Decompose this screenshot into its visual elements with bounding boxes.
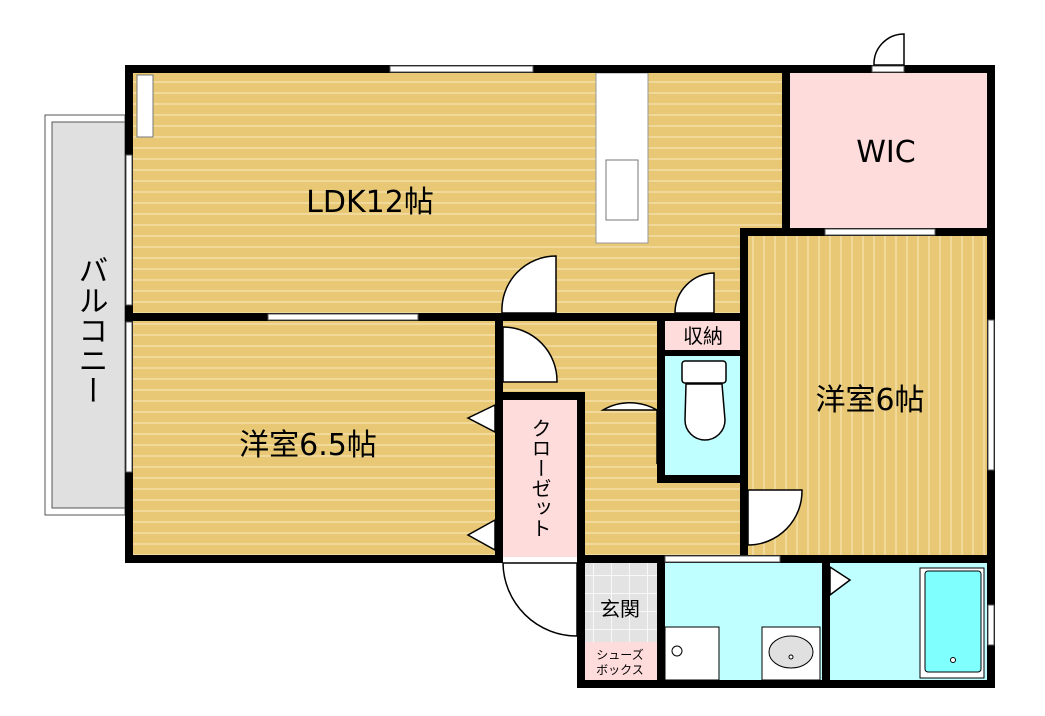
windows (125, 65, 995, 646)
storage-label: 収納 (683, 324, 723, 348)
entrance-floor (580, 560, 660, 642)
shoe-box (580, 642, 660, 682)
balcony: バルコニー (44, 114, 126, 516)
sink-icon (761, 626, 821, 681)
washing-machine-space (664, 626, 720, 681)
wic-floor (787, 73, 990, 231)
balcony-label: バルコニー (73, 255, 108, 405)
ldk-label: LDK12帖 (306, 185, 434, 220)
fridge-space (136, 74, 154, 138)
shoe-box-label-1: シューズ (596, 647, 643, 662)
shoe-box-label-2: ボックス (596, 663, 644, 677)
storage-floor (662, 319, 742, 353)
western-6-5-label: 洋室6.5帖 (239, 428, 377, 463)
wic-label: WIC (856, 135, 915, 170)
ldk-floor (133, 73, 783, 315)
bathtub-icon (919, 567, 985, 679)
closet-label: クローゼット (528, 418, 552, 538)
closet-floor (500, 397, 580, 557)
kitchen-counter (595, 72, 649, 244)
western-6-5-floor (133, 319, 497, 557)
western-6-label: 洋室6帖 (815, 383, 924, 418)
doors (466, 33, 905, 637)
entrance-label: 玄関 (600, 597, 640, 621)
toilet-icon (681, 360, 727, 441)
